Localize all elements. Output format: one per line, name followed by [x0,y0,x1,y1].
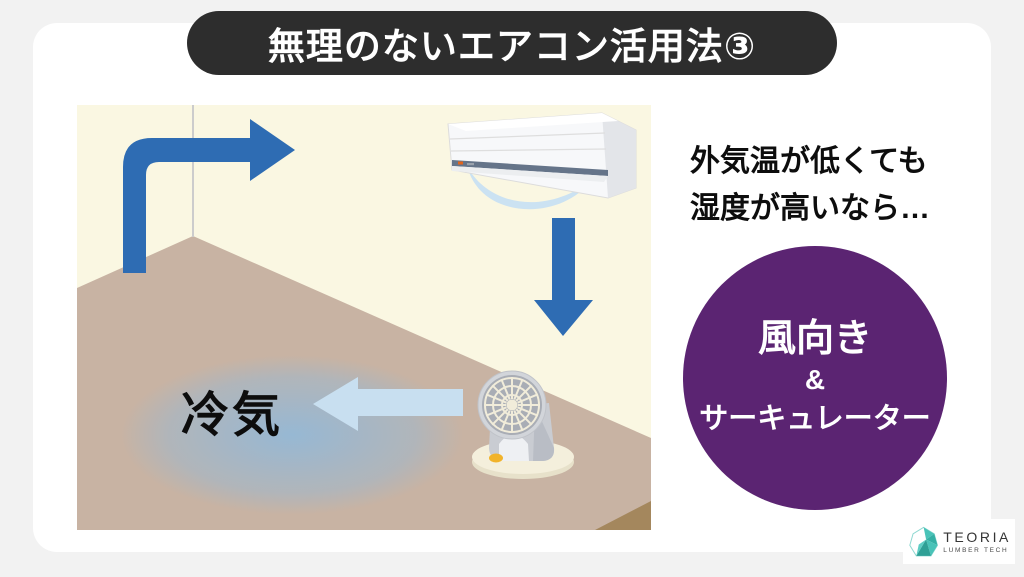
aircon-airflow-icon [468,168,592,210]
room-illustration: 冷気 [77,105,651,530]
logo-brand: TEORIA [943,528,1011,545]
down-flow-arrow-icon [534,218,593,336]
circulator-fan-icon [472,370,574,479]
side-note-line2: 湿度が高いなら… [690,192,930,225]
solution-badge: 風向き & サーキュレーター [683,246,947,510]
aircon-indicator-light [458,161,463,165]
bent-flow-arrow-icon [123,119,295,273]
fan-grille-spokes [484,377,540,433]
page-title: 無理のないエアコン活用法③ [267,26,757,67]
cold-air-glow [77,330,517,530]
side-note-line1: 外気温が低くても [690,145,928,178]
air-conditioner-icon [447,112,637,210]
floor-edge [595,501,651,530]
company-logo: TEORIA LUMBER TECH [903,519,1015,564]
room-objects-layer [123,112,637,479]
cold-air-left-arrow-icon [313,377,463,431]
cold-air-label: 冷気 [181,389,284,442]
title-banner: 無理のないエアコン活用法③ [187,11,837,75]
logo-text: TEORIA LUMBER TECH [943,528,1011,554]
side-note: 外気温が低くても 湿度が高いなら… [690,138,930,232]
badge-line3: サーキュレーター [699,403,931,435]
gem-icon [909,526,938,556]
badge-line1: 風向き [757,318,872,360]
badge-ampersand: & [804,364,826,395]
fan-button [489,453,503,463]
logo-tagline: LUMBER TECH [943,546,1009,554]
